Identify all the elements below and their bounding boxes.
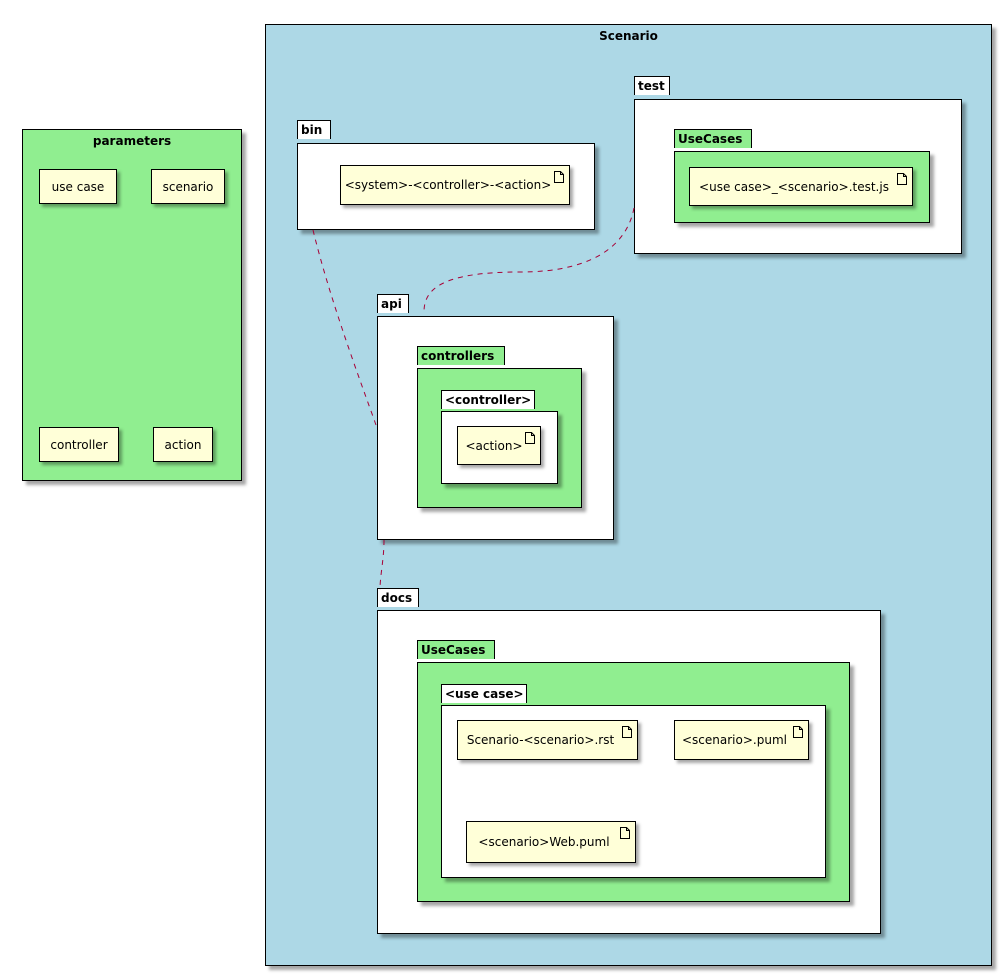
param-scenario: scenario [151,169,225,204]
artifact-label: <scenario>.puml [682,733,787,747]
document-icon [554,171,564,183]
document-icon [897,173,907,185]
param-controller: controller [39,427,119,462]
package-usecase-tab: <use case> [441,684,527,703]
package-test-tab: test [634,76,670,95]
package-docs-tab: docs [377,588,419,607]
artifact-action: <action> [457,426,541,465]
artifact-label: Scenario-<scenario>.rst [466,733,615,747]
package-controller-tab: <controller> [441,390,535,409]
artifact-system-controller-action: <system>-<controller>-<action> [340,165,570,205]
artifact-label: <action> [465,438,523,453]
artifact-scenario-rst: Scenario-<scenario>.rst [457,720,638,760]
param-action: action [153,427,213,462]
document-icon [793,726,803,738]
artifact-label: <system>-<controller>-<action> [344,178,552,192]
param-use-case: use case [39,169,117,204]
document-icon [620,827,630,839]
document-icon [525,432,535,444]
package-controllers-tab: controllers [417,346,505,365]
artifact-usecase-scenario-test: <use case>_<scenario>.test.js [689,167,913,206]
scenario-title: Scenario [599,29,658,43]
package-test-usecases-tab: UseCases [674,129,752,148]
artifact-label: <scenario>Web.puml [478,835,610,849]
parameters-frame: parameters use case scenario controller … [22,129,242,481]
package-bin-tab: bin [297,120,331,139]
document-icon [622,726,632,738]
artifact-scenario-puml: <scenario>.puml [674,720,809,760]
artifact-label: <use case>_<scenario>.test.js [699,179,889,194]
package-docs-usecases-tab: UseCases [417,640,495,659]
parameters-title: parameters [92,134,172,148]
artifact-scenario-web-puml: <scenario>Web.puml [466,821,636,863]
package-api-tab: api [377,294,409,313]
